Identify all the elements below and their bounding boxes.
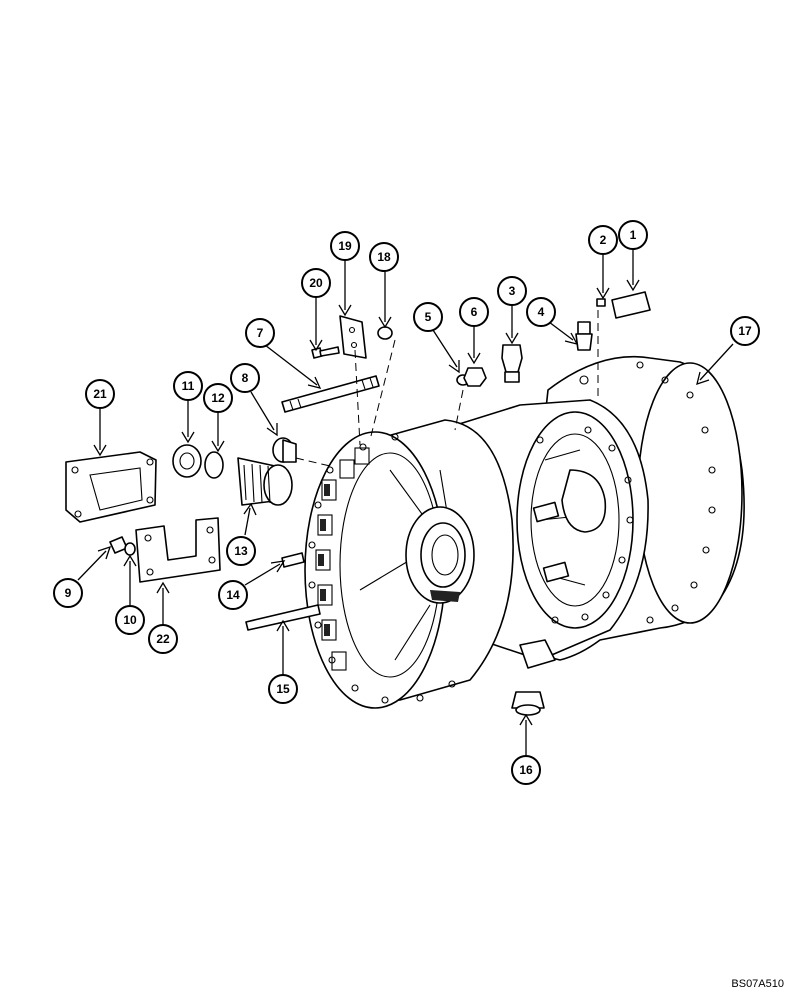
part-10-washer xyxy=(124,542,136,556)
part-16-drain-plug xyxy=(511,691,545,716)
callout-11: 11 xyxy=(173,371,203,401)
part-22-plate xyxy=(135,517,221,583)
svg-text:20: 20 xyxy=(309,276,323,290)
callout-7: 7 xyxy=(245,318,275,348)
callout-14: 14 xyxy=(218,580,248,610)
svg-text:7: 7 xyxy=(257,326,264,340)
svg-text:16: 16 xyxy=(519,763,533,777)
part-20-bolt xyxy=(311,346,340,359)
part-19-bracket xyxy=(339,315,367,359)
part-18-washer xyxy=(377,326,393,340)
part-13-filter xyxy=(237,457,293,506)
svg-text:12: 12 xyxy=(211,391,225,405)
part-15-dowel xyxy=(245,604,321,631)
callout-8: 8 xyxy=(230,363,260,393)
callout-12: 12 xyxy=(203,383,233,413)
callout-2: 2 xyxy=(588,225,618,255)
callout-18: 18 xyxy=(369,242,399,272)
callout-10: 10 xyxy=(115,605,145,635)
svg-text:10: 10 xyxy=(123,613,137,627)
svg-text:6: 6 xyxy=(471,305,478,319)
svg-text:1: 1 xyxy=(630,228,637,242)
callout-21: 21 xyxy=(85,379,115,409)
svg-text:3: 3 xyxy=(509,284,516,298)
svg-text:4: 4 xyxy=(538,305,545,319)
callout-16: 16 xyxy=(511,755,541,785)
svg-text:18: 18 xyxy=(377,250,391,264)
part-21-cover xyxy=(65,451,157,523)
assembly-guide-lines xyxy=(295,310,599,467)
leader-lines xyxy=(77,249,734,755)
svg-text:13: 13 xyxy=(234,544,248,558)
transmission-housing-front xyxy=(304,419,514,709)
part-8-fitting xyxy=(272,437,297,463)
drawing-reference-code: BS07A510 xyxy=(731,978,784,990)
svg-text:22: 22 xyxy=(156,632,170,646)
callout-20: 20 xyxy=(301,268,331,298)
callout-5: 5 xyxy=(413,302,443,332)
callout-1: 1 xyxy=(618,220,648,250)
svg-text:2: 2 xyxy=(600,233,607,247)
callout-4: 4 xyxy=(526,297,556,327)
svg-text:9: 9 xyxy=(65,586,72,600)
part-3-sensor xyxy=(501,344,523,383)
part-1-plate xyxy=(611,291,651,319)
svg-text:11: 11 xyxy=(182,379,195,393)
callout-13: 13 xyxy=(226,536,256,566)
svg-text:21: 21 xyxy=(93,387,107,401)
callout-9: 9 xyxy=(53,578,83,608)
part-14-pin xyxy=(281,552,305,568)
svg-text:17: 17 xyxy=(738,324,752,338)
svg-text:14: 14 xyxy=(226,588,240,602)
part-2-screw xyxy=(596,298,606,307)
svg-text:15: 15 xyxy=(276,682,290,696)
part-6-nut xyxy=(463,367,487,387)
callout-17: 17 xyxy=(730,316,760,346)
callout-22: 22 xyxy=(148,624,178,654)
part-11-seal xyxy=(172,444,202,478)
callout-19: 19 xyxy=(330,231,360,261)
part-7-stud xyxy=(281,375,380,413)
svg-text:5: 5 xyxy=(425,310,432,324)
svg-text:19: 19 xyxy=(338,239,352,253)
callout-15: 15 xyxy=(268,674,298,704)
callout-3: 3 xyxy=(497,276,527,306)
svg-text:8: 8 xyxy=(242,371,249,385)
callout-6: 6 xyxy=(459,297,489,327)
part-12-o-ring xyxy=(204,451,224,479)
